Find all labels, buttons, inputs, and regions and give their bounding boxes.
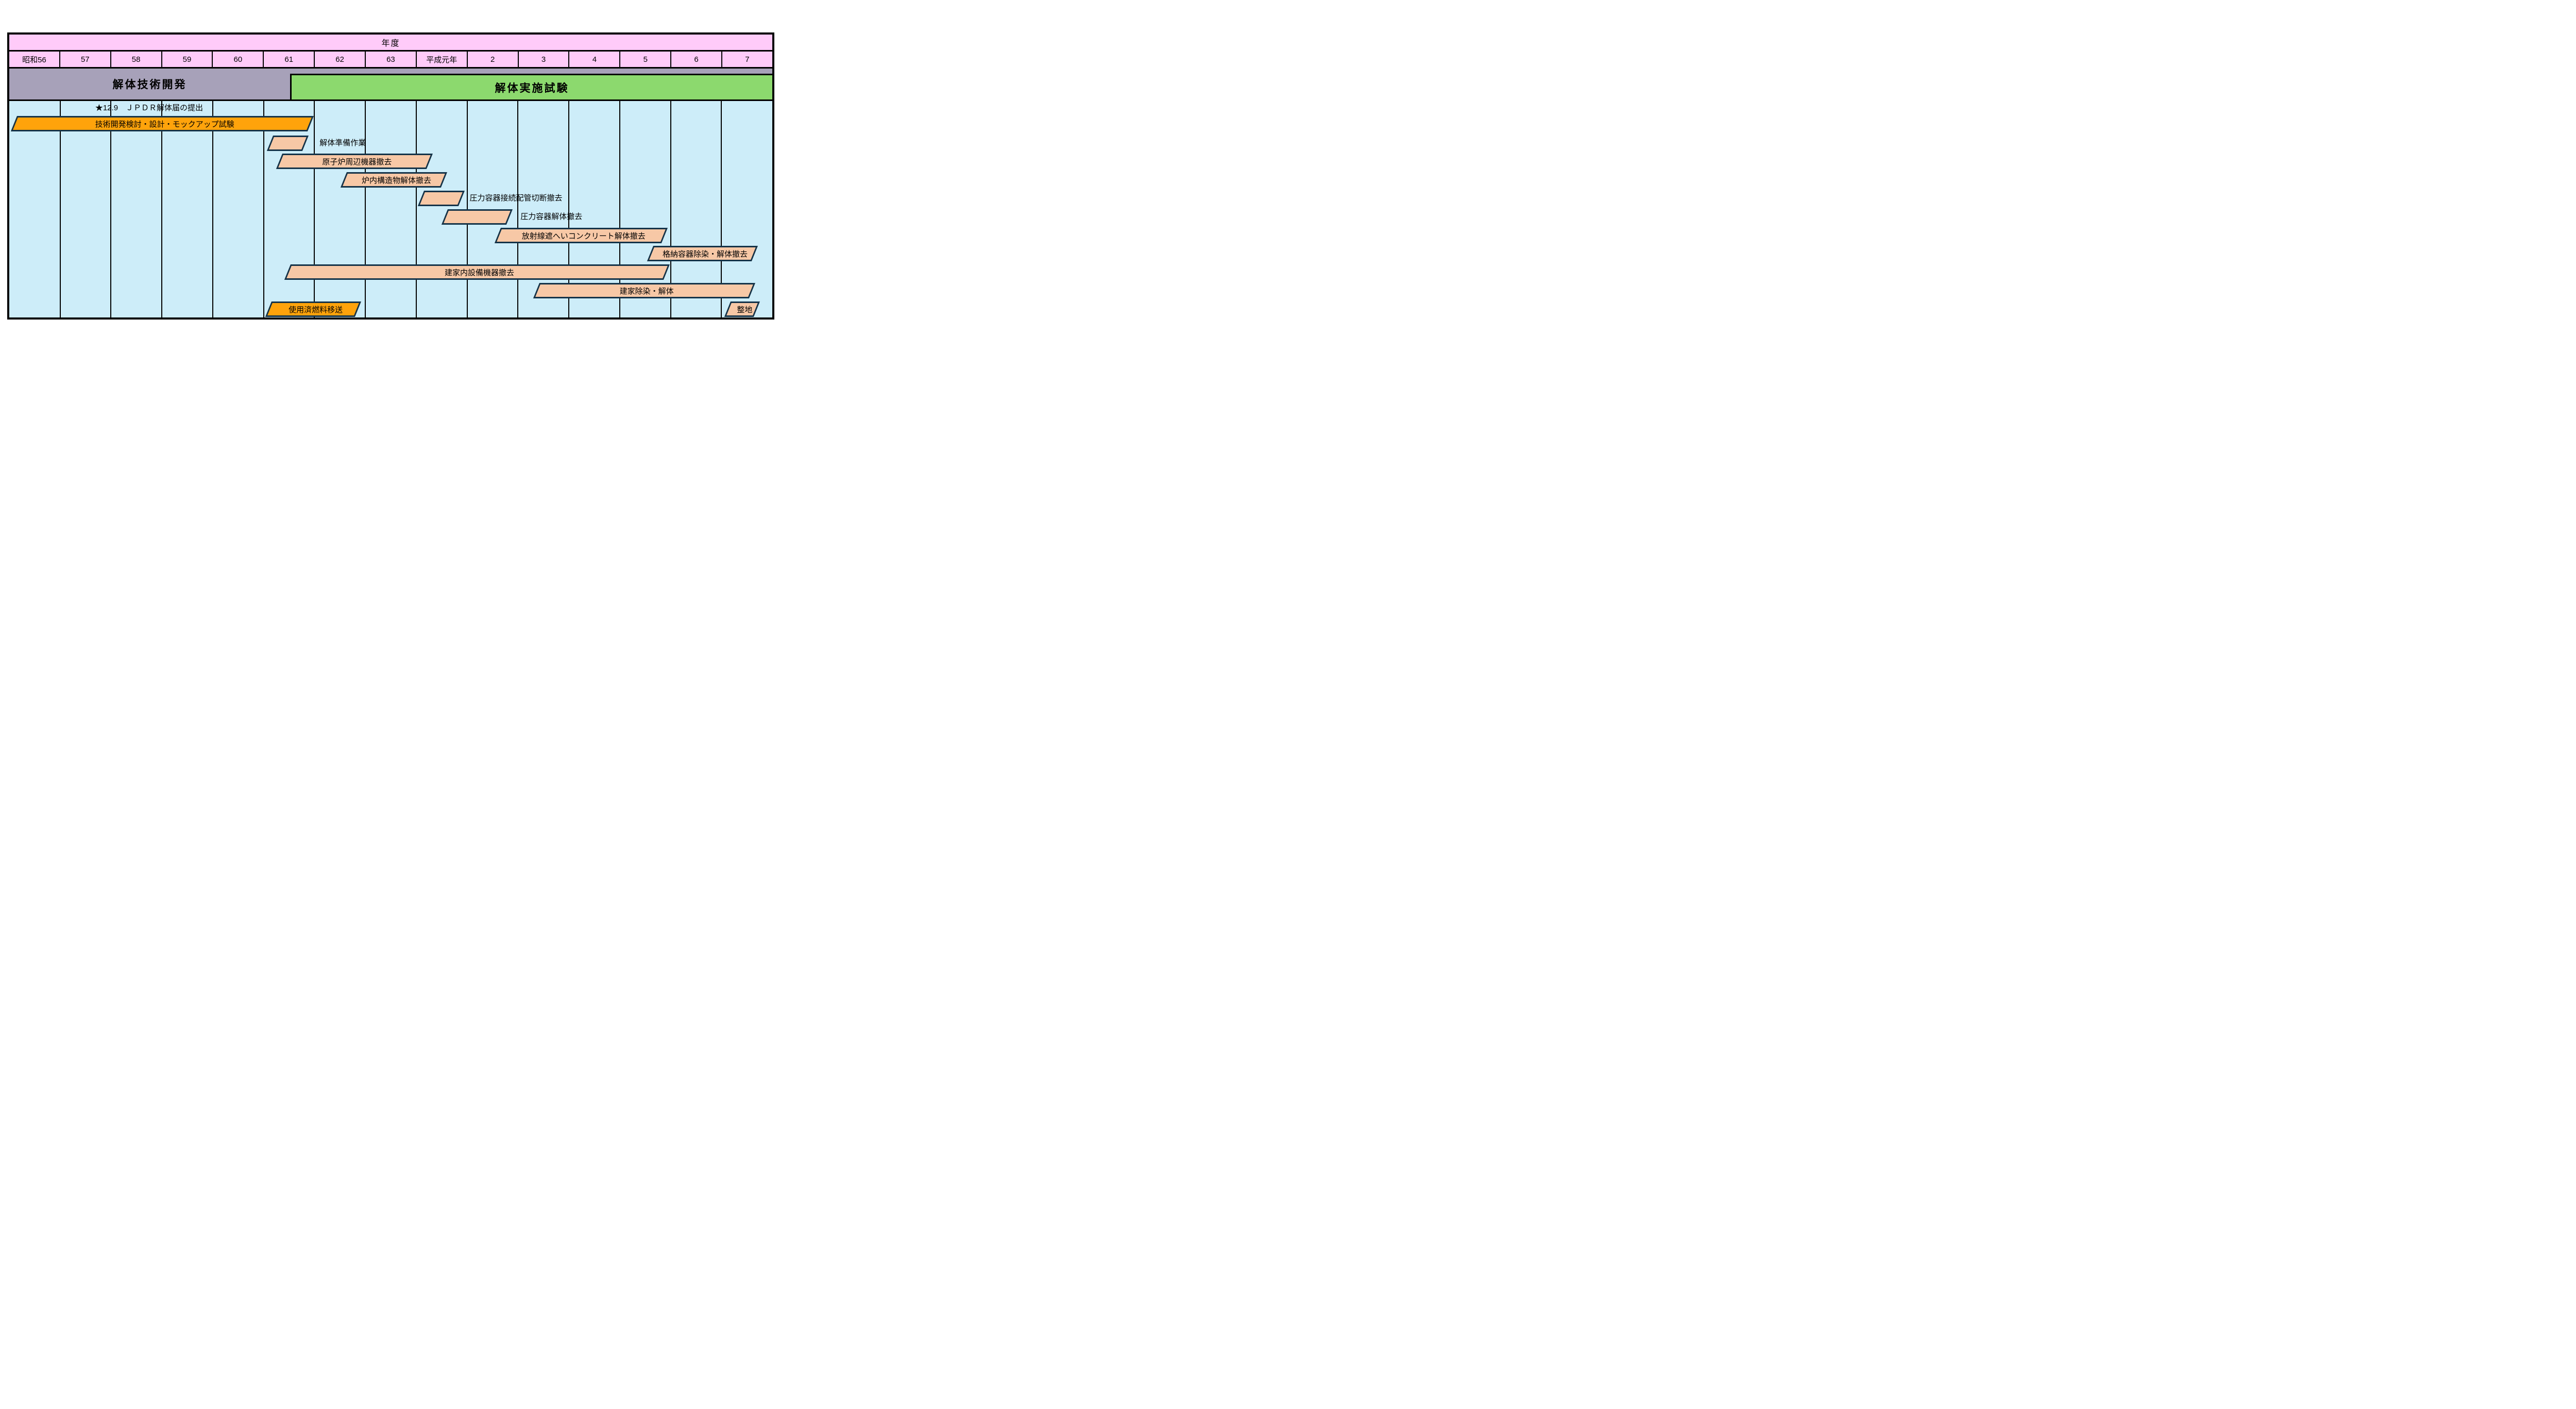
year-cell: 63 bbox=[366, 52, 417, 67]
year-cell: 7 bbox=[745, 55, 750, 64]
phase-dismantling-technology-development: 解体技術開発 bbox=[112, 79, 187, 91]
year-cell: 5 bbox=[620, 52, 672, 67]
gantt-bar: 建家内設備機器撤去 bbox=[284, 264, 670, 280]
year-grid-line bbox=[161, 101, 163, 317]
axis-title-row: 年度 bbox=[9, 35, 772, 52]
gantt-bar: 建家除染・解体 bbox=[533, 283, 755, 298]
gantt-bar-label: 放射線遮へいコンクリート解体撤去 bbox=[521, 231, 646, 241]
gantt-bar: 整地 bbox=[724, 301, 760, 317]
year-grid-line bbox=[517, 101, 519, 317]
gantt-bar bbox=[267, 136, 309, 151]
gantt-bar-label: 使用済燃料移送 bbox=[289, 305, 343, 314]
gantt-bar-label: 技術開発検討・設計・モックアップ試験 bbox=[95, 120, 234, 129]
year-cell: 4 bbox=[569, 52, 621, 67]
axis-title: 年度 bbox=[381, 39, 400, 48]
year-cell: 3 bbox=[519, 52, 570, 67]
year-cell: 60 bbox=[213, 52, 264, 67]
gantt-bar-label: 整地 bbox=[737, 305, 753, 314]
year-grid-line bbox=[263, 101, 264, 317]
gantt-bar bbox=[417, 191, 465, 206]
year-grid-line bbox=[110, 101, 112, 317]
year-cell: 62 bbox=[315, 52, 366, 67]
gantt-bar-label: 格納容器除染・解体撤去 bbox=[662, 249, 748, 259]
year-grid-line bbox=[670, 101, 671, 317]
phase-dismantling-execution-test-band: 解体実施試験 bbox=[290, 74, 772, 99]
gantt-bar-label: 炉内構造物解体撤去 bbox=[361, 176, 431, 185]
gantt-bar-label: 建家内設備機器撤去 bbox=[445, 268, 515, 277]
gantt-bar: 炉内構造物解体撤去 bbox=[340, 172, 448, 188]
gantt-bar-side-label: 圧力容器解体撤去 bbox=[520, 212, 583, 221]
gantt-plot-area: ★12.9 ＪＰＤＲ解体届の提出技術開発検討・設計・モックアップ試験解体準備作業… bbox=[9, 101, 772, 317]
gantt-bar: 格納容器除染・解体撤去 bbox=[647, 246, 758, 261]
year-cell: 57 bbox=[60, 52, 111, 67]
gantt-bar bbox=[441, 209, 513, 225]
year-grid-line bbox=[59, 101, 61, 317]
gantt-bar-label: 原子炉周辺機器撤去 bbox=[322, 157, 392, 166]
phase-dismantling-execution-test-label: 解体実施試験 bbox=[495, 82, 569, 94]
gantt-bar-side-label: 解体準備作業 bbox=[319, 139, 366, 147]
year-grid-line bbox=[415, 101, 417, 317]
year-grid-line bbox=[619, 101, 620, 317]
year-cell: 6 bbox=[671, 52, 723, 67]
year-cell: 58 bbox=[111, 52, 162, 67]
gantt-bar-label: 建家除染・解体 bbox=[619, 287, 674, 296]
year-cell: 平成元年 bbox=[417, 52, 468, 67]
year-grid-line bbox=[365, 101, 366, 317]
year-cell: 61 bbox=[264, 52, 315, 67]
gantt-bar-side-label: 圧力容器接続配管切断撤去 bbox=[469, 194, 563, 203]
gantt-bar: 原子炉周辺機器撤去 bbox=[276, 154, 433, 169]
year-cell: 59 bbox=[162, 52, 213, 67]
milestone-jpdr-notification: ★12.9 ＪＰＤＲ解体届の提出 bbox=[95, 104, 204, 112]
year-grid-line bbox=[568, 101, 570, 317]
year-cell: 昭和56 bbox=[9, 52, 60, 67]
year-grid-line bbox=[314, 101, 315, 317]
year-grid-line bbox=[212, 101, 213, 317]
year-grid-line bbox=[721, 101, 722, 317]
phase-band-row: 解体技術開発 解体実施試験 bbox=[9, 69, 772, 101]
year-cell: 2 bbox=[468, 52, 519, 67]
gantt-bar: 放射線遮へいコンクリート解体撤去 bbox=[494, 228, 668, 243]
gantt-bar: 使用済燃料移送 bbox=[265, 301, 362, 317]
gantt-bar: 技術開発検討・設計・モックアップ試験 bbox=[10, 116, 314, 131]
